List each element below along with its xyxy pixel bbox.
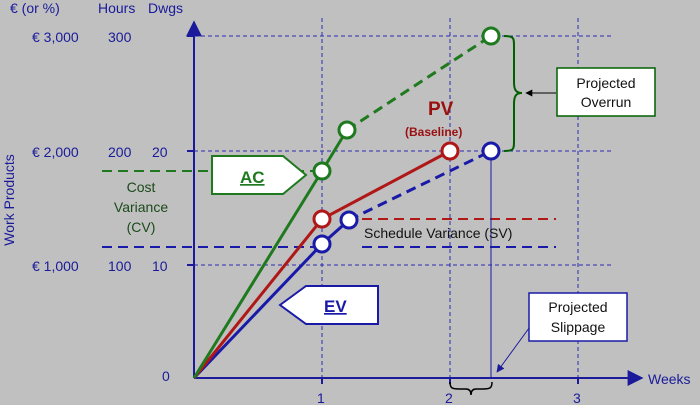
hours-tick-200: 200 — [108, 144, 132, 160]
y-axis-label: Work Products — [1, 154, 17, 246]
euro-tick-3000: € 3,000 — [32, 29, 79, 45]
data-points — [312, 26, 501, 254]
ac-point-projected — [481, 26, 501, 46]
projected-overrun-line-1: Projected — [576, 75, 635, 91]
pv-baseline-label: (Baseline) — [405, 125, 462, 139]
ac-point-week-1 — [312, 161, 332, 181]
x-tick-1: 1 — [317, 390, 325, 405]
ev-point-projected — [481, 141, 501, 161]
axis-ticks — [187, 35, 579, 384]
pv-point-week-1 — [312, 209, 332, 229]
euro-unit-label: € (or %) — [10, 0, 60, 16]
x-axis-label: Weeks — [648, 371, 691, 387]
cost-variance-line-1: Cost — [127, 179, 156, 195]
projected-overrun-line-2: Overrun — [581, 94, 632, 110]
x-tick-3: 3 — [573, 390, 581, 405]
slippage-brace — [449, 381, 493, 396]
dwgs-unit-label: Dwgs — [148, 0, 183, 16]
schedule-variance-lines — [362, 218, 556, 248]
euro-tick-2000: € 2,000 — [32, 144, 79, 160]
dwgs-tick-10: 10 — [152, 258, 168, 274]
projected-overrun-rect — [556, 67, 656, 117]
ev-label: EV — [324, 297, 347, 316]
ac-point-current — [337, 120, 357, 140]
axes — [186, 20, 644, 386]
origin-label: 0 — [162, 368, 170, 384]
ac-callout: AC — [211, 155, 308, 195]
projected-slippage-box: Projected Slippage — [528, 292, 628, 342]
hours-unit-label: Hours — [98, 0, 135, 16]
ev-projected-line — [348, 149, 492, 222]
euro-tick-1000: € 1,000 — [32, 258, 79, 274]
pv-label: PV — [428, 99, 454, 120]
projected-slippage-rect — [528, 292, 628, 342]
cost-variance-line-2: Variance — [114, 199, 168, 215]
x-tick-2: 2 — [445, 390, 453, 405]
ac-projected-line — [346, 34, 492, 132]
slippage-arrow — [496, 323, 533, 373]
projected-slippage-line-2: Slippage — [551, 319, 606, 335]
projected-overrun-box: Projected Overrun — [556, 67, 656, 117]
dwgs-tick-20: 20 — [152, 144, 168, 160]
ac-label: AC — [240, 168, 265, 187]
pv-point-week-2 — [440, 141, 460, 161]
projected-slippage-line-1: Projected — [548, 299, 607, 315]
ev-point-current — [339, 210, 359, 230]
schedule-variance-label: Schedule Variance (SV) — [364, 225, 512, 241]
hours-tick-100: 100 — [108, 258, 132, 274]
overrun-brace — [503, 35, 523, 152]
ev-callout-shape — [278, 285, 379, 325]
cost-variance-line-3: (CV) — [127, 219, 156, 235]
hours-tick-300: 300 — [108, 29, 132, 45]
ev-point-week-1 — [312, 234, 332, 254]
ac-callout-shape — [211, 155, 308, 195]
ev-callout: EV — [278, 285, 379, 325]
